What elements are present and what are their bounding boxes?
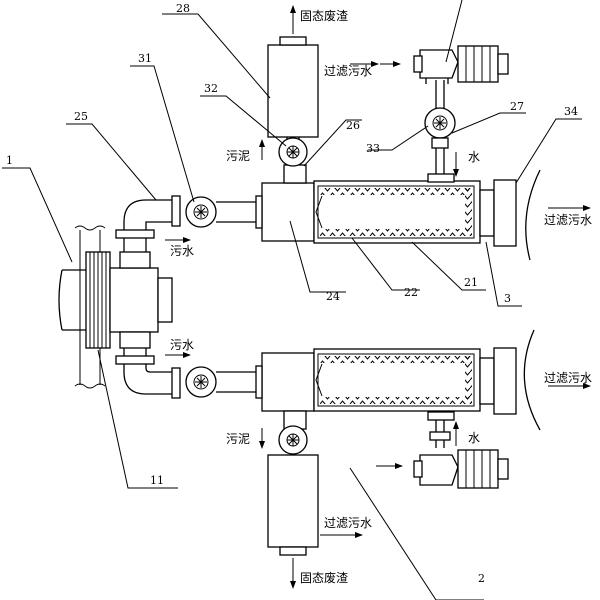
lower-elbow-pipe (123, 364, 181, 399)
label-solid-waste-bottom: 固态废渣 (300, 570, 348, 585)
upper-sludge-cyclone (267, 36, 319, 167)
right-pipe-lower-wall (523, 329, 541, 431)
part-number-1: 1 (6, 154, 13, 167)
part-number-11: 11 (150, 474, 164, 487)
part-number-34: 34 (564, 105, 578, 118)
lower-inlet-pump (185, 366, 262, 398)
right-pipe-upper-wall (525, 169, 541, 261)
lower-motor (413, 449, 509, 489)
label-sewage-bottom: 污水 (170, 338, 194, 352)
label-water-bottom: 水 (468, 431, 480, 445)
label-sludge-top: 污泥 (226, 149, 250, 163)
label-filtered-water-top-cyclone: 过滤污水 (324, 64, 372, 78)
part-number-24: 24 (326, 290, 340, 303)
part-number-28: 28 (176, 2, 190, 15)
part-number-3: 3 (504, 292, 511, 305)
flow-arrows (165, 5, 591, 589)
part-number-33: 33 (366, 142, 380, 155)
label-filtered-water-right-bottom: 过滤污水 (544, 371, 592, 385)
lower-water-pump (429, 420, 451, 448)
upper-motor (413, 45, 509, 84)
label-sewage-top: 污水 (170, 244, 194, 258)
part-number-31: 31 (138, 52, 152, 65)
lower-filter-unit (255, 347, 517, 430)
part-number-26: 26 (346, 119, 360, 132)
lower-sludge-cyclone (267, 425, 319, 556)
label-sludge-bottom: 污泥 (226, 432, 250, 446)
upper-elbow-pipe (123, 195, 181, 230)
leader-lines (2, 0, 582, 600)
label-water-top: 水 (468, 150, 480, 164)
tee-fitting (109, 229, 173, 365)
upper-inlet-pump (185, 196, 262, 228)
label-solid-waste-top: 固态废渣 (300, 8, 348, 23)
part-number-2: 2 (478, 572, 485, 585)
label-filtered-water-right-top: 过滤污水 (544, 213, 592, 227)
part-number-27: 27 (510, 100, 524, 113)
part-number-25: 25 (74, 110, 88, 123)
part-number-22: 22 (404, 286, 418, 299)
flange-block (85, 251, 111, 349)
upper-water-pump (424, 80, 456, 174)
upper-filter-unit (255, 164, 517, 247)
part-number-32: 32 (204, 82, 218, 95)
part-number-21: 21 (464, 276, 478, 289)
label-filtered-water-bottom-cyclone: 过滤污水 (324, 516, 372, 530)
